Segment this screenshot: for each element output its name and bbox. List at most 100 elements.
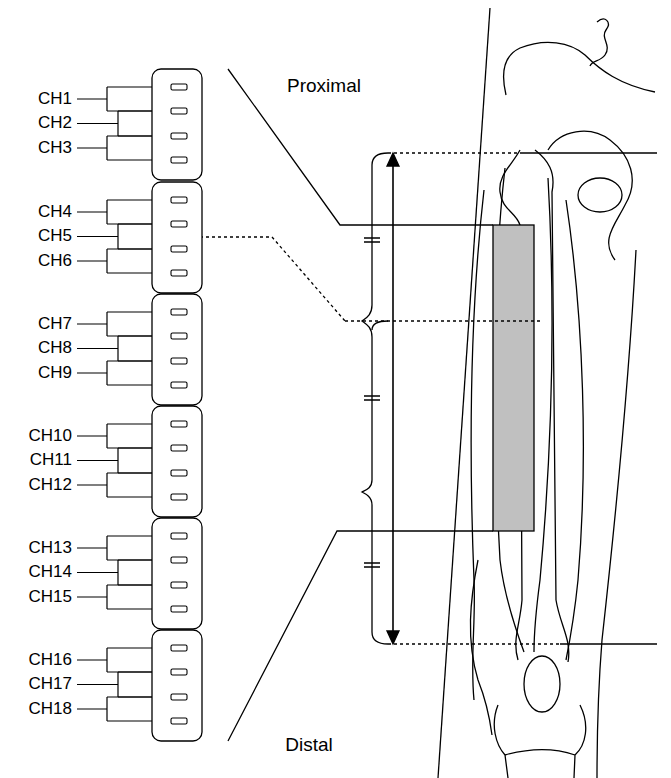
tibia	[574, 705, 586, 778]
electrode-array	[152, 518, 202, 629]
arrowhead	[387, 153, 399, 166]
electrode	[171, 133, 187, 139]
channel-leader	[77, 697, 152, 721]
channel-leader	[77, 111, 152, 136]
muscle-outline	[471, 190, 484, 700]
channel-label: CH13	[29, 539, 72, 558]
electrode	[171, 309, 187, 315]
channel-label: CH16	[29, 651, 72, 670]
electrode	[171, 718, 187, 724]
arrowhead	[387, 631, 399, 644]
channel-leader	[77, 200, 152, 224]
electrode	[171, 557, 187, 563]
channel-label: CH2	[38, 114, 72, 133]
channel-label: CH5	[38, 227, 72, 246]
brace	[372, 321, 388, 330]
channel-label: CH8	[38, 339, 72, 358]
channel-leader	[77, 448, 152, 473]
brace	[362, 337, 388, 644]
electrode	[171, 421, 187, 427]
channel-label: CH18	[29, 700, 72, 719]
muscle-outline	[534, 178, 552, 652]
pelvis	[548, 131, 632, 260]
tibia	[505, 750, 575, 755]
channel-leader	[77, 648, 152, 672]
projection-line	[228, 69, 493, 225]
electrode	[171, 197, 187, 203]
electrode-array	[152, 630, 202, 741]
electrode	[171, 270, 187, 276]
electrode	[171, 84, 187, 90]
channel-label: CH15	[29, 588, 72, 607]
electrode	[171, 606, 187, 612]
electrode	[171, 221, 187, 227]
channel-label: CH12	[29, 476, 72, 495]
channel-leader	[77, 249, 152, 273]
electrode	[171, 533, 187, 539]
channel-label: CH14	[29, 563, 72, 582]
pelvis	[590, 19, 608, 66]
channel-label: CH10	[29, 427, 72, 446]
muscle-outline	[470, 560, 492, 735]
channel-label: CH7	[38, 315, 72, 334]
electrode	[171, 494, 187, 500]
obturator-foramen	[578, 178, 622, 212]
level-line	[520, 152, 657, 153]
electrode-array	[152, 294, 202, 405]
channel-leader	[77, 672, 152, 697]
channel-leader	[77, 560, 152, 585]
electrode-array	[152, 69, 202, 180]
level-line	[388, 643, 560, 644]
channel-leader	[77, 424, 152, 448]
electrode-array	[152, 406, 202, 517]
electrode	[171, 669, 187, 675]
channel-leader	[77, 224, 152, 249]
direction-label: Distal	[285, 735, 333, 756]
electrode	[171, 157, 187, 163]
channel-label: CH4	[38, 203, 72, 222]
patella	[524, 656, 560, 712]
channel-leader	[77, 136, 152, 160]
equal-mark	[364, 563, 380, 567]
level-line	[345, 320, 540, 321]
electrode	[171, 108, 187, 114]
electrode	[171, 246, 187, 252]
channel-leader	[77, 473, 152, 497]
equal-mark	[364, 396, 380, 400]
channel-label: CH17	[29, 675, 72, 694]
equal-mark	[364, 238, 380, 242]
channel-label: CH11	[30, 451, 72, 470]
electrode	[171, 645, 187, 651]
electrode	[171, 582, 187, 588]
electrode	[171, 445, 187, 451]
channel-label: CH6	[38, 252, 72, 271]
electrode-region	[493, 225, 534, 531]
femur	[535, 150, 569, 662]
muscle-outline	[566, 200, 583, 660]
channel-leader	[77, 361, 152, 385]
projection-line	[228, 531, 493, 741]
channel-leader	[77, 87, 152, 111]
level-line	[388, 152, 520, 153]
channel-leader	[77, 336, 152, 361]
channel-leader	[77, 312, 152, 336]
electrode-array	[152, 182, 202, 293]
level-line	[560, 643, 657, 644]
electrode	[171, 470, 187, 476]
channel-leader	[77, 536, 152, 560]
direction-label: Proximal	[287, 76, 361, 97]
channel-label: CH3	[38, 139, 72, 158]
electrode	[171, 694, 187, 700]
electrode	[171, 358, 187, 364]
channel-leader	[77, 585, 152, 609]
length-arrow	[392, 162, 394, 635]
thigh-outline	[597, 250, 636, 778]
thigh-outline	[438, 8, 490, 778]
brace	[362, 153, 388, 337]
channel-label: CH9	[38, 364, 72, 383]
channel-label: CH1	[38, 90, 72, 109]
electrode	[171, 333, 187, 339]
pelvis	[504, 42, 655, 95]
electrode	[171, 382, 187, 388]
